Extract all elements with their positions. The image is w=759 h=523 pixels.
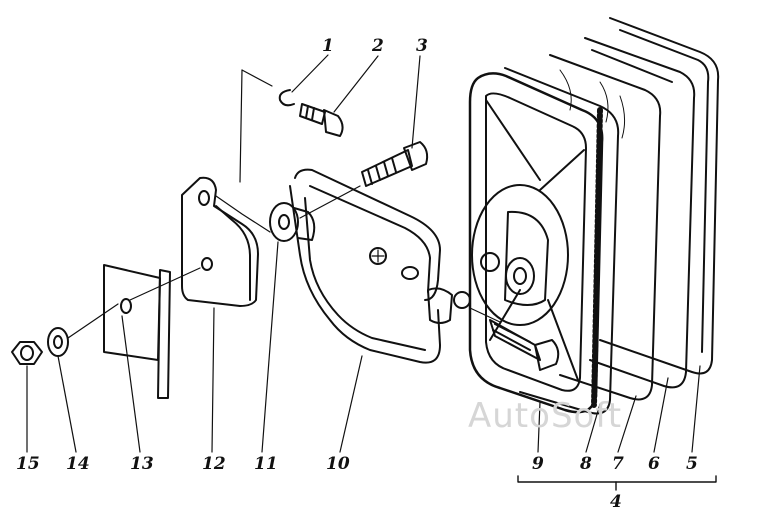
callout-12: 12 <box>202 454 226 474</box>
callout-2: 2 <box>372 36 384 56</box>
leader-lines <box>26 54 701 453</box>
housing-bolt <box>489 319 560 371</box>
callout-9: 9 <box>532 454 544 474</box>
callout-5: 5 <box>686 454 698 474</box>
reflector-8 <box>504 67 620 415</box>
bracket-10 <box>289 168 471 364</box>
plate-13 <box>103 264 171 399</box>
plate-12 <box>181 176 259 307</box>
bolt-2 <box>299 103 344 137</box>
washer-1 <box>278 89 295 107</box>
callout-8: 8 <box>580 454 592 474</box>
callout-3: 3 <box>416 36 428 56</box>
glass-7 <box>549 54 662 401</box>
bolt-3 <box>361 141 429 187</box>
gasket-5 <box>599 17 720 375</box>
callout-10: 10 <box>326 454 350 474</box>
callout-4: 4 <box>610 492 622 512</box>
callout-7: 7 <box>612 454 624 474</box>
callout-15: 15 <box>16 454 40 474</box>
axis-lines <box>67 69 501 339</box>
washer-11 <box>269 202 316 242</box>
gasket-6 <box>584 37 696 389</box>
callout-11: 11 <box>254 454 278 474</box>
group-bracket-4 <box>517 475 717 491</box>
callout-6: 6 <box>648 454 660 474</box>
washer-14 <box>47 327 69 357</box>
housing-9 <box>468 72 604 414</box>
watermark: AutoSoft <box>468 396 623 436</box>
callout-1: 1 <box>322 36 334 56</box>
callout-14: 14 <box>66 454 90 474</box>
nut-15 <box>11 341 43 365</box>
callout-13: 13 <box>130 454 154 474</box>
